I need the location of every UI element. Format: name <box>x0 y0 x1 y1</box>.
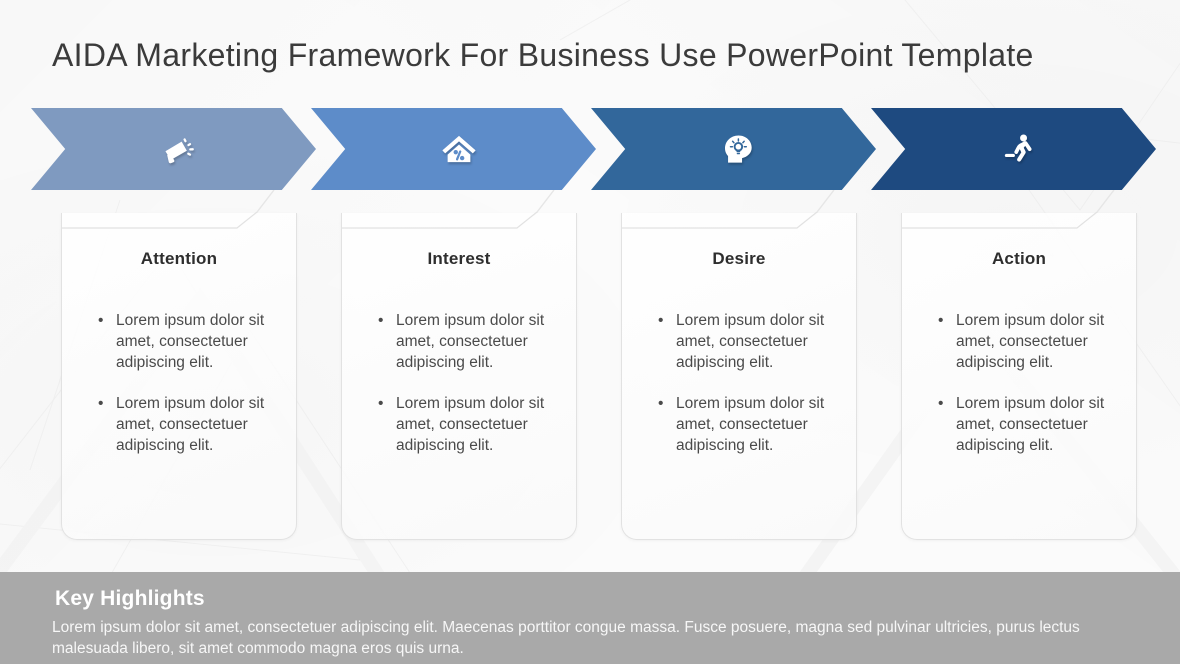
key-highlights-body: Lorem ipsum dolor sit amet, consectetuer… <box>52 619 1080 657</box>
list-item-text: Lorem ipsum dolor sit amet, consectetuer… <box>676 312 825 371</box>
key-highlights-title: Key Highlights <box>55 587 205 610</box>
list-item-text: Lorem ipsum dolor sit amet, consectetuer… <box>956 312 1105 371</box>
bullet-marker: • <box>658 395 664 413</box>
head-lightbulb-icon <box>718 128 760 170</box>
card-top-edge <box>901 212 1098 229</box>
card-title-interest: Interest <box>427 249 491 268</box>
card-top-edge <box>341 212 538 229</box>
card-top-edge <box>621 212 818 229</box>
megaphone-icon <box>158 128 200 170</box>
list-item-text: Lorem ipsum dolor sit amet, consectetuer… <box>956 395 1105 454</box>
card-title-desire: Desire <box>712 249 766 268</box>
list-item-text: Lorem ipsum dolor sit amet, consectetuer… <box>116 312 265 371</box>
bullet-marker: • <box>98 312 104 329</box>
stage-card-action[interactable]: Action • Lorem ipsum dolor sit amet, cons… <box>901 212 1137 540</box>
card-bullets-interest: • Lorem ipsum dolor sit amet, consectetue… <box>378 311 562 457</box>
list-item-text: Lorem ipsum dolor sit amet, consectetuer… <box>676 395 825 454</box>
house-percent-icon <box>438 128 480 170</box>
bullet-marker: • <box>378 395 384 413</box>
card-bullets-action: • Lorem ipsum dolor sit amet, consectetue… <box>938 311 1122 457</box>
list-item: • Lorem ipsum dolor sit amet, consectetue… <box>658 394 842 456</box>
stage-arrow-interest[interactable] <box>311 108 596 190</box>
bullet-marker: • <box>378 312 384 329</box>
list-item: • Lorem ipsum dolor sit amet, consectetue… <box>378 394 562 456</box>
list-item: • Lorem ipsum dolor sit amet, consectetue… <box>658 311 842 373</box>
card-bullets-attention: • Lorem ipsum dolor sit amet, consectetue… <box>98 311 282 457</box>
stage-card-interest[interactable]: Interest • Lorem ipsum dolor sit amet, co… <box>341 212 577 540</box>
page-title: AIDA Marketing Framework For Business Us… <box>52 37 1034 73</box>
bullet-marker: • <box>98 395 104 413</box>
list-item: • Lorem ipsum dolor sit amet, consectetue… <box>938 311 1122 373</box>
list-item: • Lorem ipsum dolor sit amet, consectetue… <box>98 394 282 456</box>
bullet-marker: • <box>938 395 944 413</box>
list-item-text: Lorem ipsum dolor sit amet, consectetuer… <box>116 395 265 454</box>
list-item: • Lorem ipsum dolor sit amet, consectetue… <box>98 311 282 373</box>
bullet-marker: • <box>938 312 944 329</box>
stage-arrow-action[interactable] <box>871 108 1156 190</box>
stage-card-desire[interactable]: Desire • Lorem ipsum dolor sit amet, cons… <box>621 212 857 540</box>
list-item-text: Lorem ipsum dolor sit amet, consectetuer… <box>396 395 545 454</box>
key-highlights-bar: Key Highlights Lorem ipsum dolor sit ame… <box>0 572 1180 664</box>
card-bullets-desire: • Lorem ipsum dolor sit amet, consectetue… <box>658 311 842 457</box>
card-top-edge <box>61 212 258 229</box>
list-item: • Lorem ipsum dolor sit amet, consectetue… <box>378 311 562 373</box>
stage-card-attention[interactable]: Attention • Lorem ipsum dolor sit amet, c… <box>61 212 297 540</box>
card-title-action: Action <box>991 249 1047 268</box>
stage-arrow-attention[interactable] <box>31 108 316 190</box>
stage-arrow-desire[interactable] <box>591 108 876 190</box>
bullet-marker: • <box>658 312 664 329</box>
list-item-text: Lorem ipsum dolor sit amet, consectetuer… <box>396 312 545 371</box>
list-item: • Lorem ipsum dolor sit amet, consectetue… <box>938 394 1122 456</box>
stage-arrow-band <box>0 108 1180 216</box>
running-person-icon <box>998 128 1040 170</box>
card-title-attention: Attention <box>140 249 218 268</box>
